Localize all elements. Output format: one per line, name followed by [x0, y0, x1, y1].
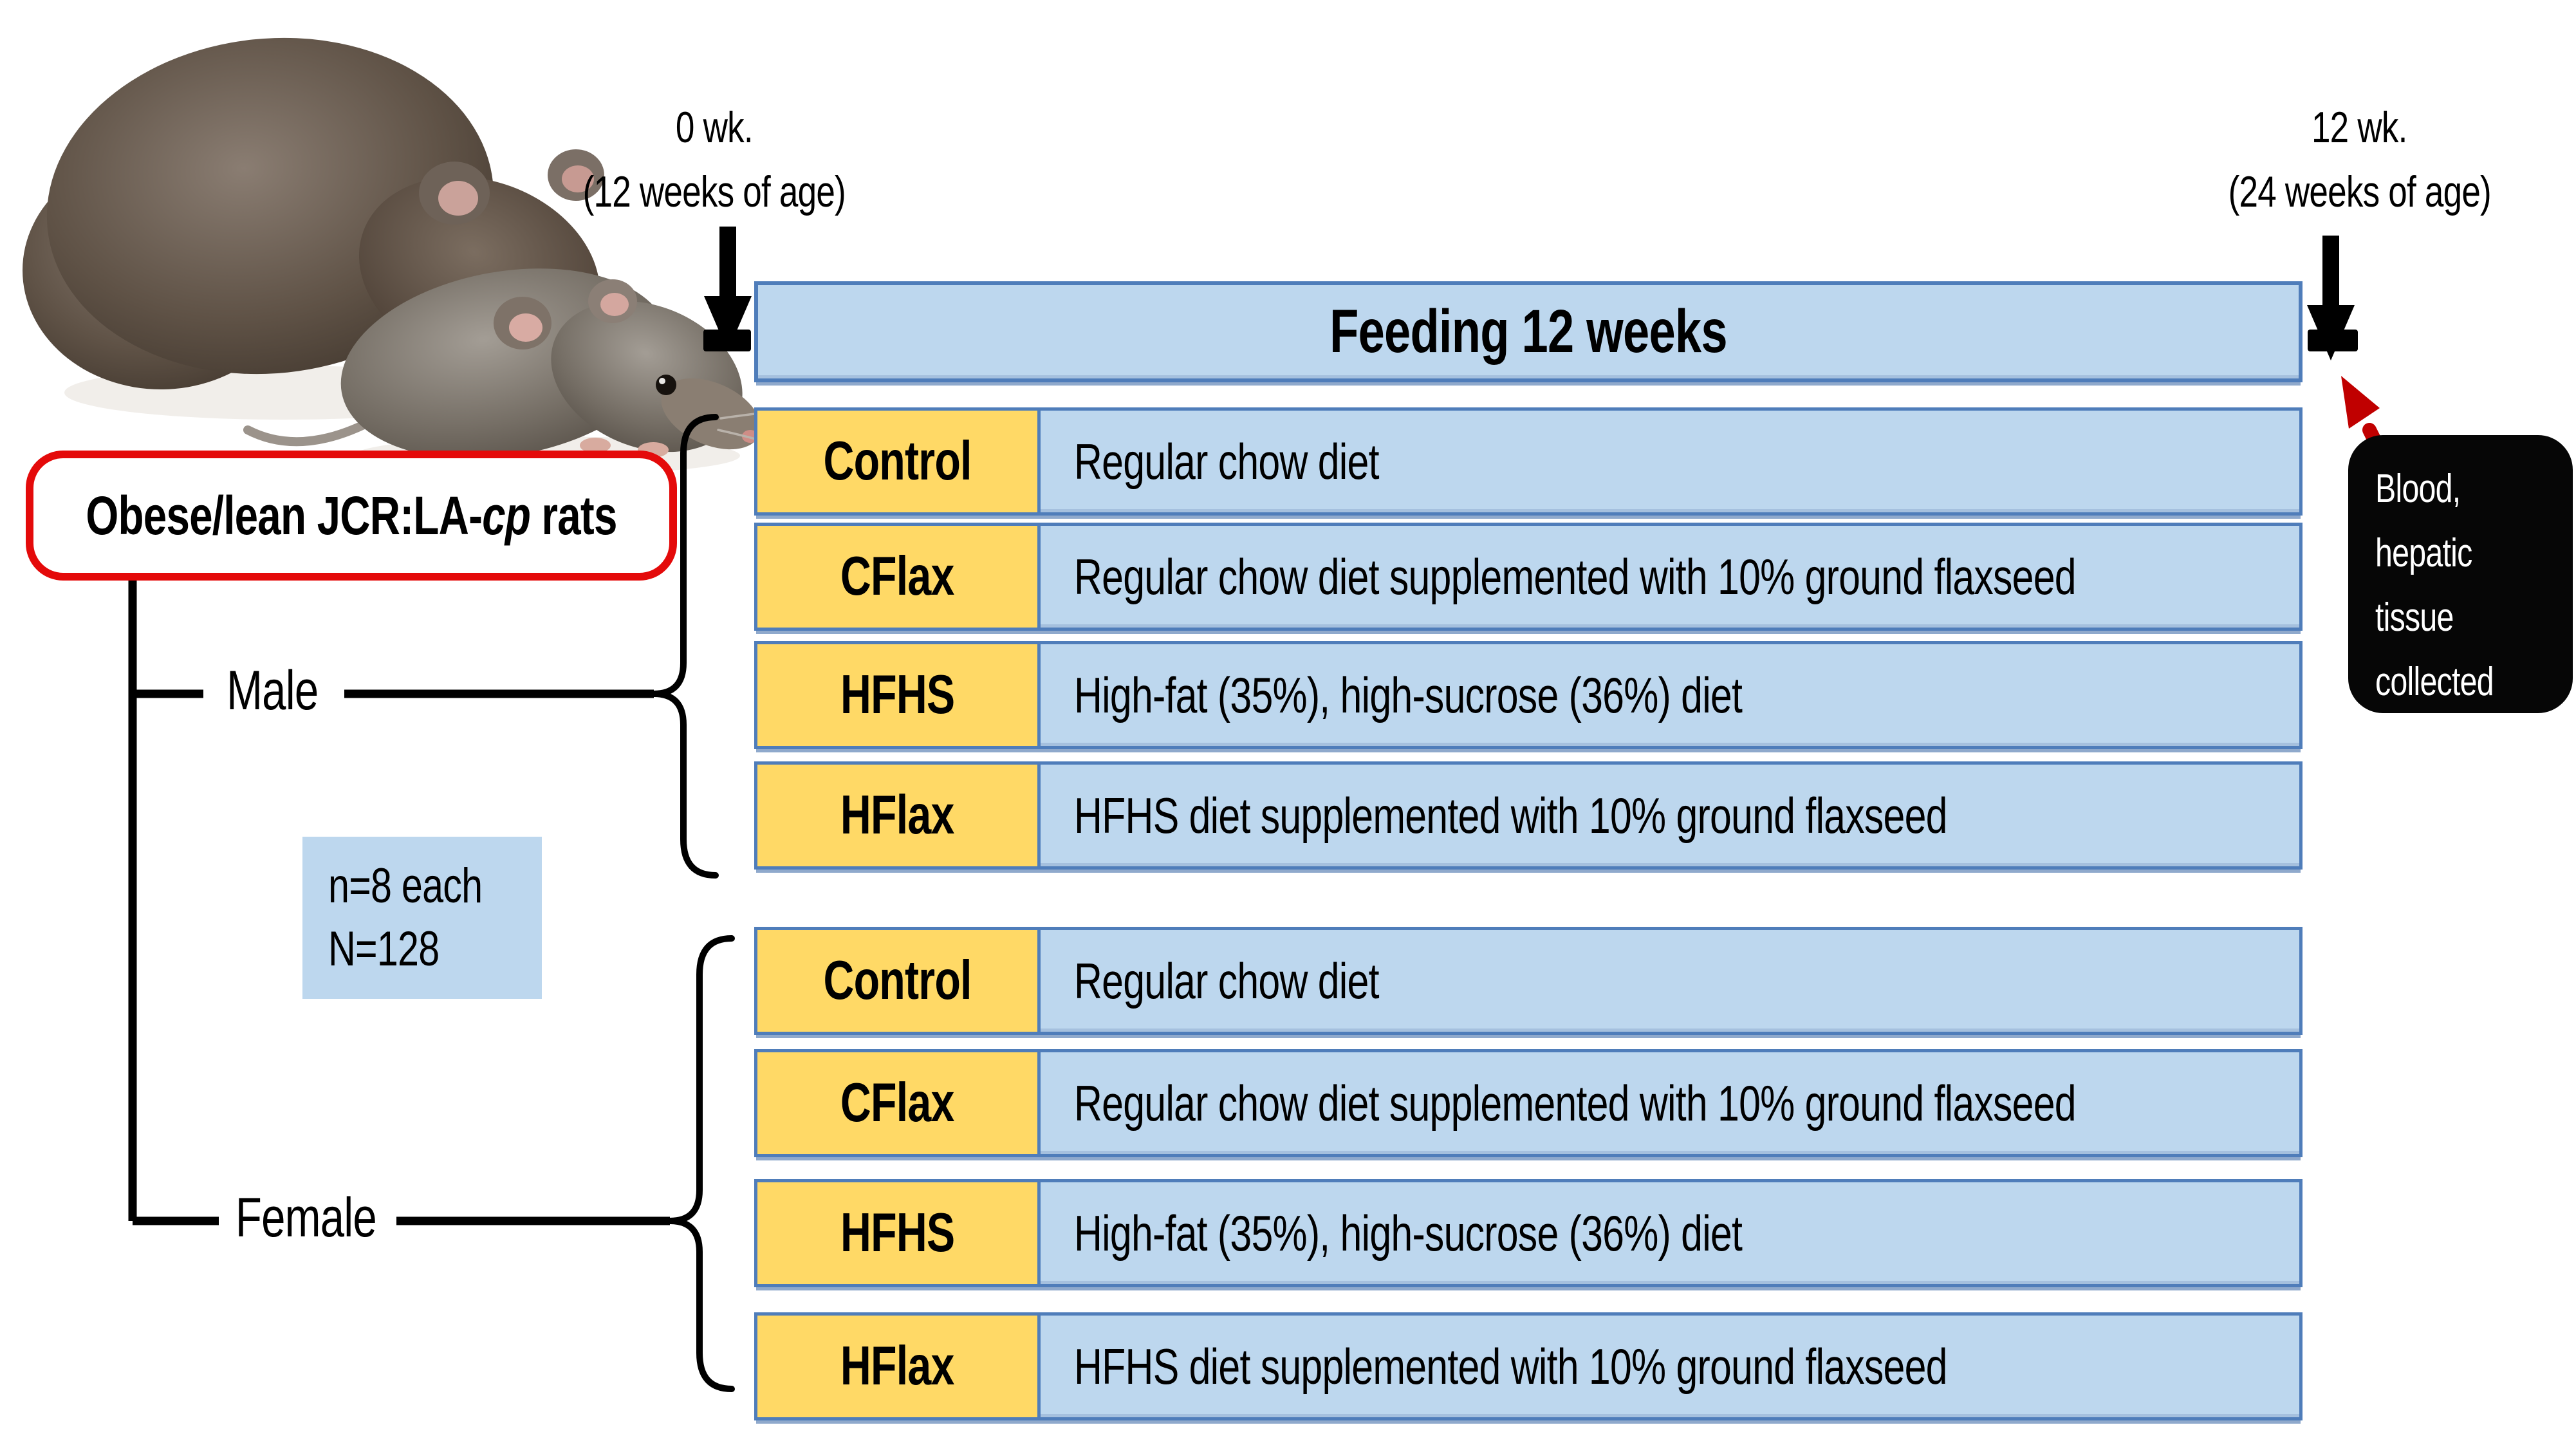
population-label-suffix: rats: [530, 485, 618, 546]
collection-note-line: collected: [2375, 660, 2494, 704]
population-box: Obese/lean JCR:LA-cp rats: [26, 451, 677, 581]
timeline-start-age: (12 weeks of age): [582, 167, 846, 216]
diet-label-cell: CFlax: [757, 526, 1037, 628]
diet-label-cell: HFHS: [757, 644, 1037, 746]
timeline-start-week: 0 wk.: [676, 103, 754, 152]
timeline-end-label: 12 wk. (24 weeks of age): [2143, 95, 2576, 224]
female-group-label: Female: [235, 1187, 377, 1249]
timeline-start-label: 0 wk. (12 weeks of age): [489, 95, 940, 224]
collection-note-line: tissue: [2375, 595, 2454, 640]
diet-label-cell: CFlax: [757, 1052, 1037, 1154]
collection-note-line: hepatic: [2375, 531, 2472, 575]
diet-label-cell: HFlax: [757, 765, 1037, 866]
diet-description-cell: Regular chow diet supplemented with 10% …: [1037, 1052, 2358, 1154]
timeline-end-age: (24 weeks of age): [2228, 167, 2491, 216]
population-label: Obese/lean JCR:LA-cp rats: [86, 485, 618, 547]
diet-label-cell: Control: [757, 930, 1037, 1032]
diet-description-cell: High-fat (35%), high-sucrose (36%) diet: [1037, 644, 2299, 746]
diet-label-cell: Control: [757, 411, 1037, 512]
diet-description-cell: Regular chow diet supplemented with 10% …: [1037, 526, 2358, 628]
diet-description-cell: Regular chow diet: [1037, 411, 2299, 512]
diet-row-female-cflax: CFlax Regular chow diet supplemented wit…: [754, 1049, 2303, 1157]
diet-description-cell: High-fat (35%), high-sucrose (36%) diet: [1037, 1182, 2299, 1284]
diet-row-male-cflax: CFlax Regular chow diet supplemented wit…: [754, 523, 2303, 631]
diet-description-cell: Regular chow diet: [1037, 930, 2299, 1032]
population-label-gene: cp: [482, 485, 531, 546]
female-group-brace: [667, 935, 735, 1392]
diet-description-cell: HFHS diet supplemented with 10% ground f…: [1037, 765, 2299, 866]
sample-size-total: N=128: [328, 922, 440, 976]
sample-size-per-group: n=8 each: [328, 859, 483, 913]
diet-label-cell: HFlax: [757, 1316, 1037, 1417]
sample-size-box: n=8 each N=128: [302, 837, 542, 999]
collection-note-box: Blood, hepatic tissue collected: [2348, 435, 2573, 713]
male-group-label: Male: [226, 660, 319, 721]
feeding-period-bar: Feeding 12 weeks: [754, 281, 2303, 382]
group-tree-lines: [128, 581, 670, 1225]
diet-description-cell: HFHS diet supplemented with 10% ground f…: [1037, 1316, 2299, 1417]
down-arrow-icon: [2307, 236, 2355, 360]
feeding-period-label: Feeding 12 weeks: [1330, 297, 1727, 366]
population-label-prefix: Obese/lean JCR:LA-: [86, 485, 483, 546]
diet-row-female-hflax: HFlax HFHS diet supplemented with 10% gr…: [754, 1312, 2303, 1420]
diet-row-female-hfhs: HFHS High-fat (35%), high-sucrose (36%) …: [754, 1179, 2303, 1287]
timeline-end-week: 12 wk.: [2312, 103, 2407, 152]
down-arrow-icon: [704, 227, 752, 351]
diet-row-male-hfhs: HFHS High-fat (35%), high-sucrose (36%) …: [754, 641, 2303, 749]
diet-row-male-control: Control Regular chow diet: [754, 407, 2303, 516]
diet-label-cell: HFHS: [757, 1182, 1037, 1284]
male-group-brace: [651, 414, 719, 879]
collection-note-line: Blood,: [2375, 467, 2461, 511]
diet-row-male-hflax: HFlax HFHS diet supplemented with 10% gr…: [754, 761, 2303, 870]
diet-row-female-control: Control Regular chow diet: [754, 927, 2303, 1035]
lean-rat-photo: [243, 268, 799, 475]
